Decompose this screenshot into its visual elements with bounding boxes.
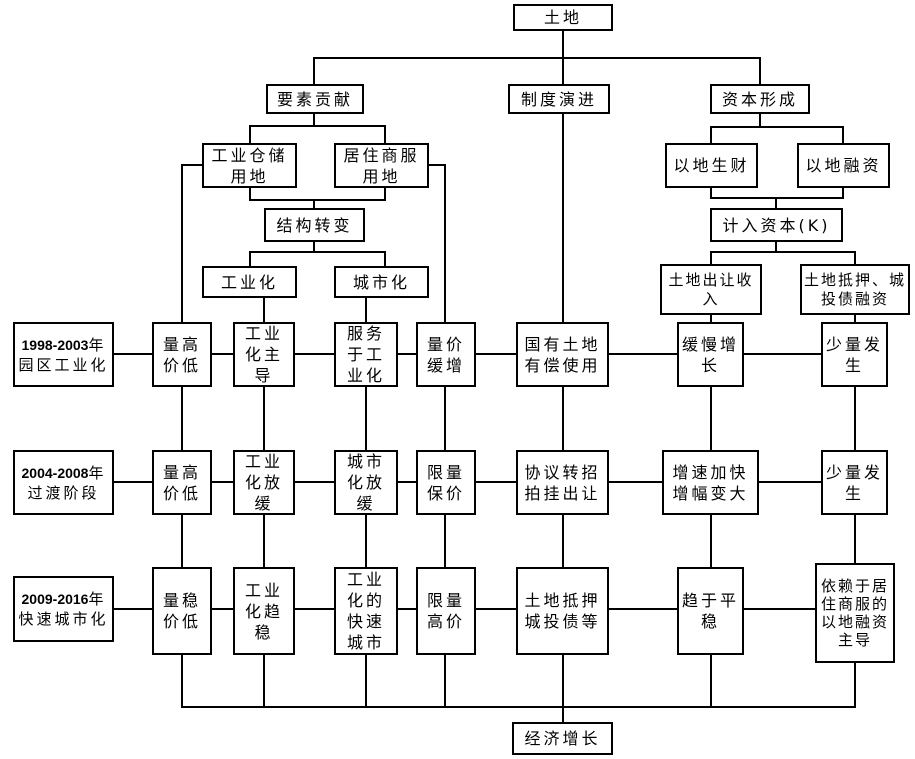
node-urbanization: 城市化 (334, 266, 429, 298)
r3-ind-land: 量稳价低 (152, 567, 212, 655)
growth-bus (181, 706, 856, 723)
structure-merge (249, 186, 386, 209)
r2-cap1: 增速加快增幅变大 (662, 450, 759, 515)
capital-merge (710, 186, 844, 209)
node-institution: 制度演进 (508, 84, 610, 114)
node-mortgage-debt: 土地抵押、城投债融资 (800, 264, 910, 315)
factor-split (249, 112, 386, 144)
node-land: 土地 (513, 4, 613, 31)
r2-inst: 协议转招拍挂出让 (516, 450, 609, 515)
r1-inst: 国有土地有偿使用 (516, 322, 609, 387)
r2-cap2: 少量发生 (821, 450, 888, 515)
node-residential-land: 居住商服用地 (334, 143, 429, 188)
land-split (313, 29, 761, 85)
r2-ind: 工业化放缓 (233, 450, 295, 515)
node-growth: 经济增长 (512, 722, 613, 755)
node-capital: 资本形成 (710, 84, 810, 114)
period-2: 2004-2008年 过渡阶段 (13, 450, 114, 515)
r3-ind: 工业化趋稳 (233, 567, 295, 655)
structure-split (249, 240, 386, 267)
r1-urb: 服务于工业化 (334, 322, 398, 387)
r1-cap2: 少量发生 (821, 322, 888, 387)
r2-res-land: 限量保价 (416, 450, 476, 515)
node-transfer-income: 土地出让收入 (660, 264, 762, 315)
r3-cap1: 趋于平稳 (677, 567, 744, 655)
capital-split (710, 112, 844, 144)
period-1: 1998-2003年 园区工业化 (13, 322, 114, 387)
node-factor: 要素贡献 (266, 84, 364, 114)
r1-ind-land: 量高价低 (152, 322, 212, 387)
r1-ind: 工业化主导 (233, 322, 295, 387)
capitalk-split (710, 240, 856, 265)
r3-cap2: 依赖于居住商服的以地融资主导 (815, 563, 895, 663)
r1-cap1: 缓慢增长 (677, 322, 744, 387)
r3-inst: 土地抵押城投债等 (516, 567, 609, 655)
r2-ind-land: 量高价低 (152, 450, 212, 515)
node-industrial-land: 工业仓储用地 (202, 143, 297, 188)
period-3: 2009-2016年 快速城市化 (13, 576, 114, 642)
r1-res-land: 量价缓增 (416, 322, 476, 387)
node-structure: 结构转变 (264, 208, 365, 242)
node-land-finance: 以地生财 (665, 143, 758, 188)
r3-urb: 超越工业化的快速城市化 (334, 567, 398, 655)
node-industrialization: 工业化 (202, 266, 297, 298)
node-land-financing: 以地融资 (797, 143, 890, 188)
node-capital-k: 计入资本(K) (710, 208, 843, 242)
r3-res-land: 限量高价 (416, 567, 476, 655)
r2-urb: 城市化放缓 (334, 450, 398, 515)
